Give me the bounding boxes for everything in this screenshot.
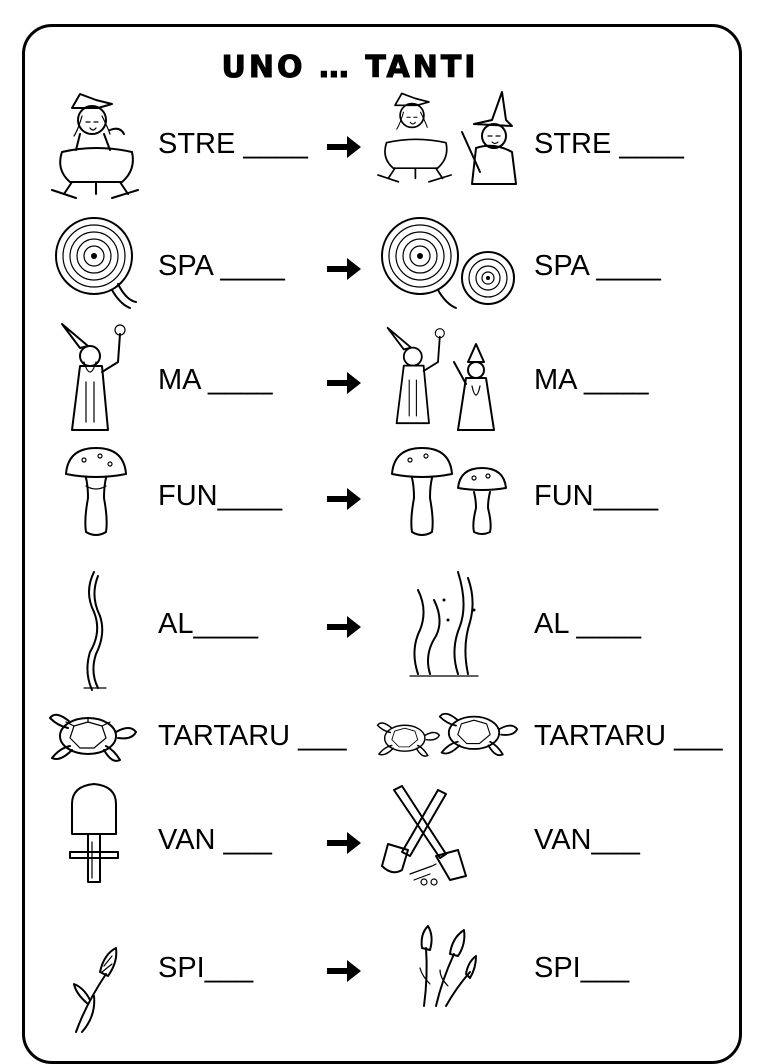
left-word: VAN ___ <box>158 824 272 856</box>
right-word: SPA ____ <box>534 250 661 282</box>
left-word: STRE ____ <box>158 128 308 160</box>
exercise-row: SPI___ SPI___ <box>0 920 768 1033</box>
arrow-icon <box>327 832 361 854</box>
spade-icon <box>69 783 119 883</box>
right-word: TARTARU ___ <box>534 720 723 752</box>
left-word: TARTARU ___ <box>158 720 347 752</box>
rope-coil-icon <box>55 217 137 309</box>
left-word: SPI___ <box>158 952 254 984</box>
arrow-icon <box>327 258 361 280</box>
exercise-row: VAN ___ VAN___ <box>0 782 768 892</box>
turtle-icon <box>49 713 137 762</box>
exercise-row: TARTARU ___ TARTARU ___ <box>0 702 768 770</box>
left-word: MA ____ <box>158 364 273 396</box>
mushroom-icon <box>65 447 127 536</box>
two-mushrooms-icon <box>391 447 507 536</box>
exercise-row: MA ____ MA ____ <box>0 322 768 431</box>
left-word: SPA ____ <box>158 250 285 282</box>
seaweed-icon <box>83 571 107 691</box>
right-word: SPI___ <box>534 952 630 984</box>
exercise-row: STRE ____ STRE ____ <box>0 90 768 199</box>
right-word: VAN___ <box>534 824 640 856</box>
exercise-row: FUN____ FUN____ <box>0 446 768 546</box>
witch-cauldron-icon <box>51 93 139 199</box>
arrow-icon <box>327 616 361 638</box>
wheat-ear-icon <box>73 947 118 1033</box>
exercise-row: AL____ AL ____ <box>0 570 768 694</box>
right-word: STRE ____ <box>534 128 684 160</box>
wizard-icon <box>61 323 126 431</box>
two-turtles-icon <box>376 712 519 757</box>
arrow-icon <box>327 960 361 982</box>
arrow-icon <box>327 488 361 510</box>
worksheet-title: UNO … TANTI <box>221 50 479 86</box>
exercise-row: SPA ____ SPA ____ <box>0 212 768 312</box>
right-word: MA ____ <box>534 364 649 396</box>
two-witches-icon <box>377 91 517 185</box>
wheat-ears-icon <box>419 925 477 1007</box>
arrow-icon <box>327 136 361 158</box>
seaweeds-icon <box>409 571 479 677</box>
left-word: AL____ <box>158 608 258 640</box>
two-rope-coils-icon <box>381 217 515 309</box>
right-word: FUN____ <box>534 480 659 512</box>
garden-tools-icon <box>381 785 467 886</box>
right-word: AL ____ <box>534 608 641 640</box>
arrow-icon <box>327 372 361 394</box>
left-word: FUN____ <box>158 480 283 512</box>
two-wizards-icon <box>386 326 495 431</box>
